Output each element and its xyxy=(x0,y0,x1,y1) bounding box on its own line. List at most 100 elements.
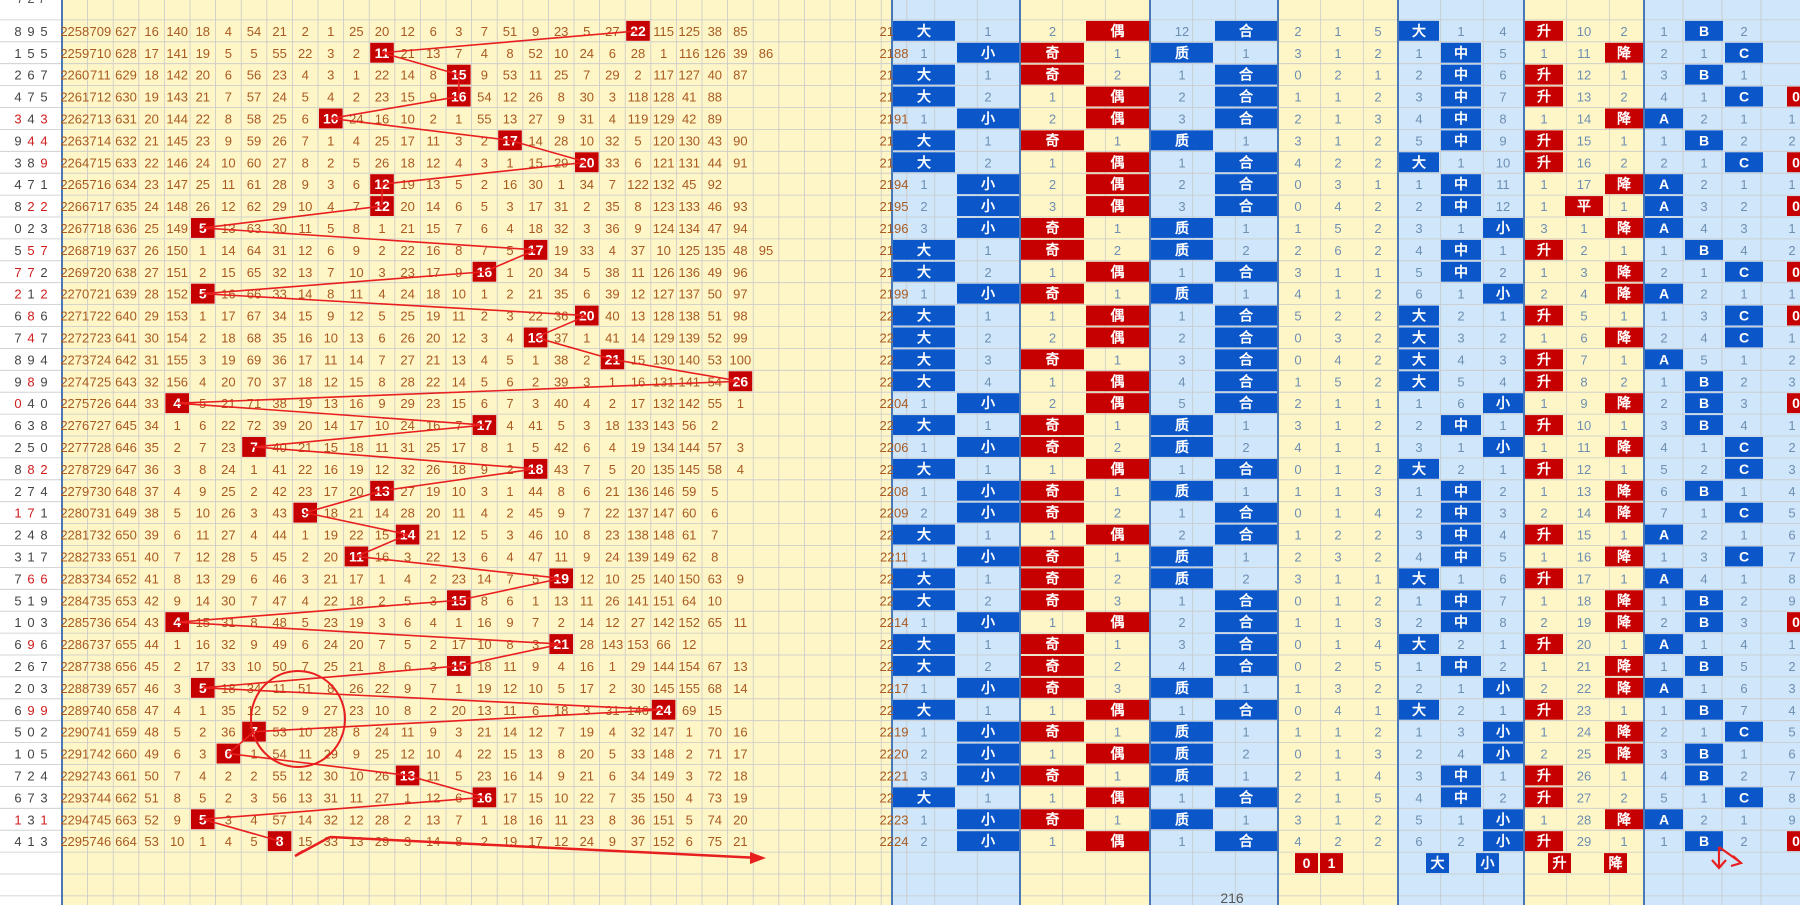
grid-number: 11 xyxy=(350,287,364,302)
grid-number: 4 xyxy=(583,396,590,411)
grid-number: 21 xyxy=(733,834,747,849)
indicator-cell xyxy=(1021,480,1084,501)
indicator-number: 1 xyxy=(1242,484,1249,499)
drawn-ball-label: 17 xyxy=(477,417,493,433)
grid-number: 647 xyxy=(115,462,137,477)
grid-number: 22 xyxy=(349,528,363,543)
indicator-number: 1 xyxy=(1049,747,1056,762)
indicator-number: 3 xyxy=(1374,111,1381,126)
grid-number: 22 xyxy=(144,155,158,170)
footer-r012-0-label: 0 xyxy=(1303,855,1311,871)
indicator-cell-label: 偶 xyxy=(1111,23,1125,39)
grid-number: 2 xyxy=(353,46,360,61)
indicator-cell-label: 合 xyxy=(1239,789,1254,805)
grid-number: 23 xyxy=(452,571,466,586)
grid-number: 20 xyxy=(196,68,210,83)
indicator-cell-label: 大 xyxy=(917,373,931,389)
grid-number: 11 xyxy=(554,549,568,564)
grid-number: 1 xyxy=(353,68,360,83)
grid-number: 5 xyxy=(481,199,488,214)
drawn-ball xyxy=(626,20,650,41)
grid-number: 149 xyxy=(166,221,188,236)
indicator-number: 4 xyxy=(1457,747,1464,762)
grid-number: 5 xyxy=(250,549,257,564)
grid-number: 7 xyxy=(609,790,616,805)
grid-number: 2258 xyxy=(60,24,89,39)
indicator-cell-label: 升 xyxy=(1537,67,1551,83)
grid-number: 7 xyxy=(378,637,385,652)
indicator-cell-label: 中 xyxy=(1454,527,1468,543)
grid-number: 7 xyxy=(199,440,206,455)
indicator-cell xyxy=(893,787,955,808)
grid-number: 13 xyxy=(554,593,568,608)
indicator-number: 2 xyxy=(1457,462,1464,477)
grid-number: 31 xyxy=(400,440,414,455)
grid-number: 1 xyxy=(199,834,206,849)
grid-number: 22 xyxy=(426,549,440,564)
indicator-number: 2 xyxy=(1114,659,1121,674)
indicator-number: 3 xyxy=(1114,593,1121,608)
indicator-cell-label: B xyxy=(1699,702,1709,718)
grid-number: 3 xyxy=(506,309,513,324)
grid-number: 119 xyxy=(628,111,649,126)
zero-number: 7 xyxy=(1788,768,1795,783)
period-number: 2220 xyxy=(880,747,909,762)
grid-number: 143 xyxy=(653,418,675,433)
grid-number: 35 xyxy=(605,199,619,214)
grid-number: 18 xyxy=(426,287,440,302)
indicator-number: 1 xyxy=(1294,681,1301,696)
indicator-cell xyxy=(1151,480,1213,501)
grid-number: 152 xyxy=(653,834,675,849)
grid-number: 13 xyxy=(477,703,491,718)
indicator-cell xyxy=(1151,677,1213,698)
grid-number: 9 xyxy=(353,747,360,762)
issue-digit: 6 xyxy=(14,309,21,324)
indicator-number: 2 xyxy=(1700,528,1707,543)
grid-number: 16 xyxy=(503,177,517,192)
grid-number: 134 xyxy=(678,221,700,236)
indicator-number: 2 xyxy=(1740,374,1747,389)
grid-number: 2292 xyxy=(60,768,89,783)
grid-number: 6 xyxy=(455,790,462,805)
grid-number: 16 xyxy=(349,396,363,411)
indicator-cell xyxy=(1399,371,1439,392)
grid-number: 4 xyxy=(737,462,744,477)
indicator-cell xyxy=(1605,590,1643,611)
grid-number: 724 xyxy=(90,352,112,367)
indicator-number: 18 xyxy=(1577,593,1591,608)
grid-number: 645 xyxy=(115,418,137,433)
grid-number: 97 xyxy=(733,287,747,302)
grid-number: 149 xyxy=(653,768,675,783)
issue-digit: 9 xyxy=(40,155,47,170)
grid-number: 19 xyxy=(196,46,210,61)
indicator-number: 1 xyxy=(1242,681,1249,696)
indicator-cell-label: B xyxy=(1699,746,1709,762)
zero-cell-label: 0 xyxy=(1792,154,1800,170)
issue-digit: 7 xyxy=(14,768,21,783)
grid-number: 126 xyxy=(704,46,726,61)
grid-number: 120 xyxy=(653,133,675,148)
indicator-cell-label: B xyxy=(1699,242,1709,258)
grid-number: 4 xyxy=(430,615,437,630)
grid-number: 64 xyxy=(682,593,696,608)
indicator-number: 1 xyxy=(1178,309,1185,324)
issue-digit: 4 xyxy=(27,111,34,126)
indicator-number: 2 xyxy=(1178,528,1185,543)
grid-number: 8 xyxy=(327,287,334,302)
grid-number: 11 xyxy=(401,725,415,740)
footer-r012-1 xyxy=(1320,853,1343,873)
grid-number: 5 xyxy=(302,615,309,630)
indicator-cell-label: 合 xyxy=(1239,176,1254,192)
indicator-cell-label: 小 xyxy=(1496,746,1510,762)
grid-number: 32 xyxy=(221,637,235,652)
grid-number: 6 xyxy=(404,659,411,674)
indicator-cell-label: 小 xyxy=(981,483,995,499)
grid-number: 14 xyxy=(528,133,542,148)
indicator-number: 29 xyxy=(1577,834,1591,849)
grid-number: 657 xyxy=(115,681,137,696)
indicator-cell-label: 小 xyxy=(1496,680,1510,696)
grid-number: 20 xyxy=(144,111,158,126)
grid-number: 10 xyxy=(375,418,389,433)
indicator-cell xyxy=(1441,502,1481,523)
grid-number: 3 xyxy=(481,484,488,499)
